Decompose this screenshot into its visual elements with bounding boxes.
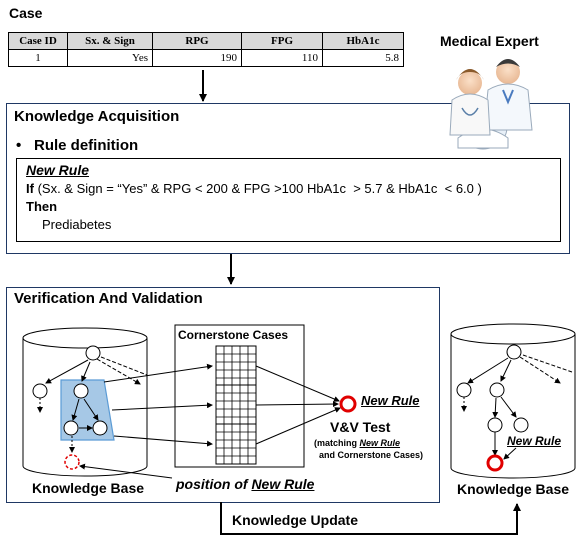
vv-test-note-line2: and Cornerstone Cases)	[319, 450, 424, 460]
region-to-cornerstone-arrows	[103, 363, 213, 447]
rule-condition-line: If (Sx. & Sign = “Yes” & RPG < 200 & FPG…	[26, 181, 482, 196]
rule-definition-box	[16, 158, 561, 242]
case-table: Case ID Sx. & Sign RPG FPG HbA1c 1 Yes 1…	[8, 32, 404, 67]
cornerstone-case-grids	[215, 345, 257, 465]
medical-expert-icon	[449, 59, 533, 150]
vv-test-note-rule: New Rule	[359, 438, 401, 448]
then-keyword: Then	[26, 199, 58, 214]
case-header-row: Case ID Sx. & Sign RPG FPG HbA1c	[8, 32, 404, 50]
col-rpg: RPG	[152, 32, 242, 50]
cell-rpg: 190	[152, 49, 242, 67]
vv-test-note-prefix: (matching	[314, 438, 360, 448]
new-rule-node	[339, 395, 357, 413]
vv-new-rule-label: New Rule	[361, 393, 420, 408]
new-rule-position-node	[64, 454, 80, 470]
rule-conclusion: Prediabetes	[42, 217, 112, 232]
cell-sx-sign: Yes	[67, 49, 153, 67]
cornerstone-grid	[215, 423, 257, 465]
cornerstone-cases-label: Cornerstone Cases	[178, 328, 289, 342]
new-rule-heading: New Rule	[26, 162, 90, 178]
knowledge-base-right-cylinder	[450, 323, 576, 479]
cornerstone-grid	[215, 345, 257, 387]
cornerstone-to-rule-arrows	[255, 365, 341, 445]
col-case-id: Case ID	[8, 32, 68, 50]
knowledge-update-arrow	[220, 502, 521, 535]
vv-test-note-line1: (matching New Rule	[314, 438, 400, 448]
left-tree-nodes	[32, 345, 108, 436]
right-tree-edges	[461, 354, 573, 456]
rule-definition-label: Rule definition	[34, 137, 139, 154]
bullet: •	[16, 137, 22, 154]
knowledge-base-right-label: Knowledge Base	[457, 481, 570, 497]
knowledge-update-label: Knowledge Update	[232, 512, 359, 528]
knowledge-base-left-label: Knowledge Base	[32, 480, 145, 496]
cell-hba1c: 5.8	[322, 49, 404, 67]
col-sx-sign: Sx. & Sign	[67, 32, 153, 50]
added-new-rule-node	[486, 454, 504, 472]
position-rule: New Rule	[251, 476, 315, 492]
left-tree-edges	[37, 356, 148, 453]
position-arrow	[79, 463, 173, 479]
cornerstone-grid	[215, 384, 257, 426]
kb-right-new-rule-label: New Rule	[507, 434, 562, 448]
cell-fpg: 110	[241, 49, 323, 67]
medical-expert-label: Medical Expert	[440, 33, 539, 49]
knowledge-acquisition-title: Knowledge Acquisition	[14, 108, 180, 125]
new-rule-position-label: position of New Rule	[176, 476, 314, 492]
right-tree-nodes	[456, 344, 529, 433]
vv-test-label: V&V Test	[330, 419, 391, 435]
position-prefix: position of	[176, 476, 252, 492]
verification-validation-title: Verification And Validation	[14, 290, 203, 307]
table-row: 1 Yes 190 110 5.8	[8, 49, 404, 67]
case-title: Case	[9, 5, 43, 21]
right-new-rule-pointer	[503, 447, 517, 460]
if-keyword: If	[26, 181, 34, 196]
rule-condition: (Sx. & Sign = “Yes” & RPG < 200 & FPG >1…	[33, 181, 482, 196]
